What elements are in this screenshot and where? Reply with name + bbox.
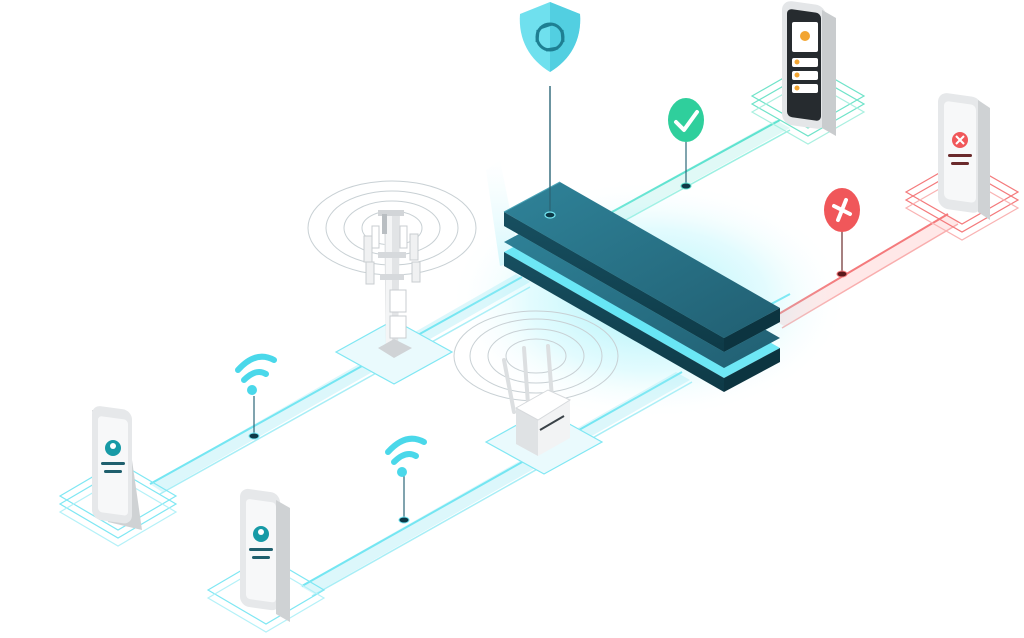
router-light	[539, 415, 565, 431]
close-icon	[832, 198, 852, 222]
close-icon	[948, 132, 972, 165]
wifi-icon	[235, 353, 277, 383]
wifi-marker-left	[235, 353, 277, 440]
phone-app-top-right[interactable]	[782, 0, 836, 136]
blocked-marker	[824, 188, 860, 278]
user-avatar-icon	[249, 526, 273, 559]
cell-tower[interactable]	[307, 180, 477, 358]
phone-user-left[interactable]	[92, 405, 142, 530]
wifi-router[interactable]	[453, 310, 619, 456]
phone-user-bottom[interactable]	[240, 488, 290, 622]
allowed-marker	[668, 98, 704, 190]
hub-connector-dot	[544, 211, 556, 219]
wifi-marker-bottom	[385, 435, 427, 524]
app-list-screen	[792, 22, 818, 93]
check-icon	[674, 110, 699, 132]
track-bottom-phone-to-hub	[300, 372, 690, 594]
wifi-icon	[385, 435, 427, 465]
user-avatar-icon	[101, 440, 125, 473]
phone-denied-right[interactable]	[938, 92, 990, 220]
security-shield[interactable]	[519, 2, 581, 219]
track-left-phone-to-hub	[150, 274, 530, 492]
shield-shutter-icon	[535, 22, 565, 52]
